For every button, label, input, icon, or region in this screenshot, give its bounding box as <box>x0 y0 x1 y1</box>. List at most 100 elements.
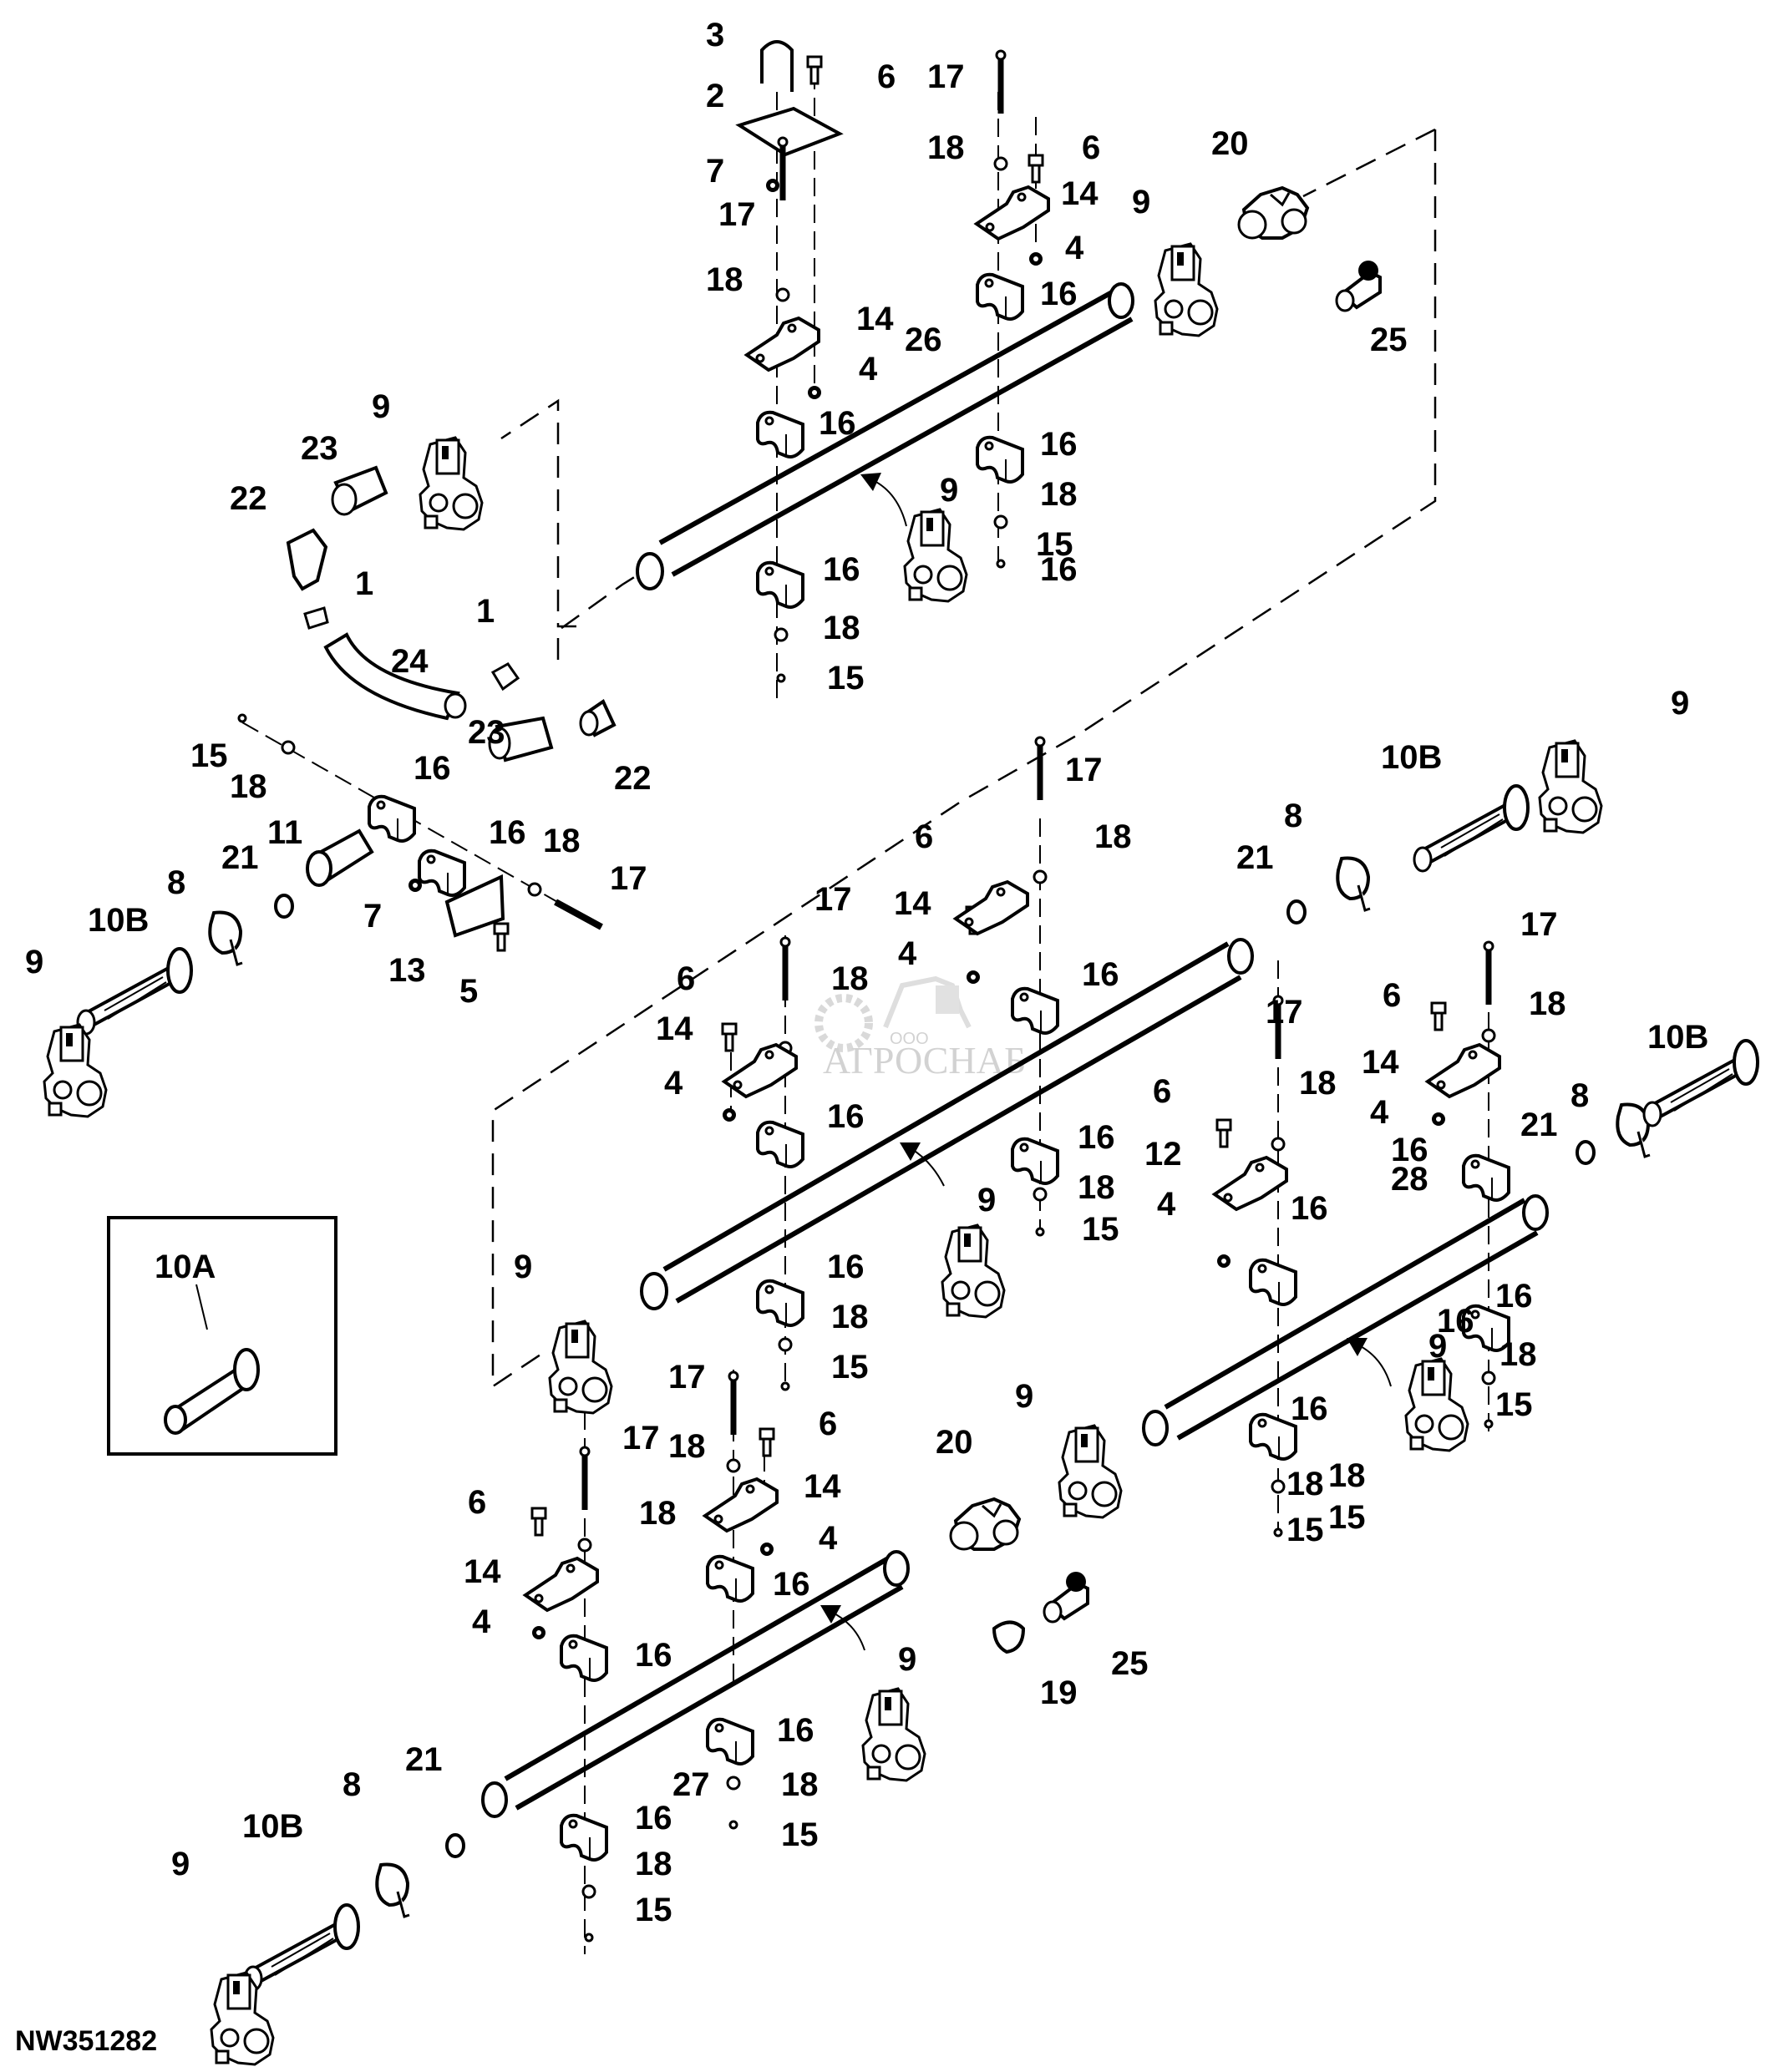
callout-22: 22 <box>230 480 267 517</box>
callout-9: 9 <box>372 388 390 425</box>
callout-18: 18 <box>635 1846 672 1882</box>
callout-18: 18 <box>823 610 860 646</box>
callout-28: 28 <box>1391 1161 1428 1198</box>
callout-14: 14 <box>656 1011 693 1047</box>
callout-6: 6 <box>877 58 896 95</box>
callout-16: 16 <box>827 1098 865 1135</box>
callout-25: 25 <box>1111 1645 1149 1682</box>
callout-27: 27 <box>672 1766 710 1803</box>
callout-9: 9 <box>1015 1378 1033 1415</box>
callout-16: 16 <box>823 551 860 588</box>
callout-14: 14 <box>464 1553 501 1590</box>
callout-17: 17 <box>1520 906 1558 943</box>
callout-6: 6 <box>1383 977 1401 1014</box>
callout-9: 9 <box>171 1846 190 1882</box>
callout-2: 2 <box>706 78 724 114</box>
callout-18: 18 <box>1529 985 1566 1022</box>
callout-8: 8 <box>1570 1077 1589 1114</box>
callout-16: 16 <box>773 1566 810 1603</box>
callout-26: 26 <box>905 322 942 358</box>
callout-24: 24 <box>391 643 429 680</box>
callout-17: 17 <box>622 1420 660 1456</box>
callout-1: 1 <box>355 565 373 602</box>
callout-19: 19 <box>1040 1674 1078 1711</box>
callout-18: 18 <box>781 1766 819 1803</box>
callout-16: 16 <box>1291 1190 1328 1227</box>
callout-15: 15 <box>827 660 865 697</box>
callout-9: 9 <box>1132 184 1150 220</box>
callout-18: 18 <box>639 1495 677 1532</box>
callout-6: 6 <box>677 960 695 997</box>
callout-15: 15 <box>1036 526 1073 563</box>
callout-25: 25 <box>1370 322 1408 358</box>
callout-9: 9 <box>898 1641 916 1678</box>
callout-6: 6 <box>1082 129 1100 166</box>
callout-15: 15 <box>1328 1499 1366 1536</box>
callout-17: 17 <box>814 881 852 918</box>
callout-9: 9 <box>1671 685 1689 722</box>
callout-15: 15 <box>781 1816 819 1853</box>
callout-17: 17 <box>927 58 965 95</box>
callout-1: 1 <box>476 593 495 630</box>
callout-18: 18 <box>1040 476 1078 513</box>
callout-18: 18 <box>1499 1336 1537 1373</box>
callout-15: 15 <box>1082 1211 1119 1248</box>
callout-23: 23 <box>301 430 338 467</box>
callout-15: 15 <box>831 1349 869 1386</box>
callout-15: 15 <box>1286 1512 1324 1548</box>
callout-18: 18 <box>706 261 743 298</box>
callout-4: 4 <box>1157 1186 1176 1223</box>
callout-6: 6 <box>1153 1073 1171 1110</box>
callout-18: 18 <box>1328 1457 1366 1494</box>
callout-4: 4 <box>664 1065 683 1102</box>
callout-7: 7 <box>363 898 382 935</box>
callout-14: 14 <box>894 885 931 922</box>
watermark-company: АГРОСНАБ <box>823 1039 1026 1082</box>
callout-15: 15 <box>1495 1386 1533 1423</box>
pipe-27 <box>481 1550 910 1818</box>
callout-4: 4 <box>819 1520 838 1557</box>
callout-16: 16 <box>635 1800 672 1836</box>
callout-10b: 10B <box>1647 1019 1708 1056</box>
callout-6: 6 <box>819 1406 837 1442</box>
callout-20: 20 <box>936 1424 973 1461</box>
callout-17: 17 <box>668 1359 706 1396</box>
callout-16: 16 <box>1040 426 1078 463</box>
inset-box-10a: 10A <box>107 1216 337 1456</box>
callout-18: 18 <box>543 823 581 859</box>
callout-16: 16 <box>1291 1391 1328 1427</box>
callout-5: 5 <box>459 973 478 1010</box>
callout-4: 4 <box>898 935 917 972</box>
callout-18: 18 <box>831 960 869 997</box>
callout-18: 18 <box>927 129 965 166</box>
callout-17: 17 <box>1266 994 1303 1031</box>
callout-16: 16 <box>489 814 526 851</box>
callout-16: 16 <box>819 405 856 442</box>
pipe-middle <box>640 938 1254 1310</box>
callout-15: 15 <box>635 1892 672 1928</box>
inset-label-10a: 10A <box>155 1249 216 1285</box>
assembly-boundary-lines <box>491 128 1437 1389</box>
callout-17: 17 <box>610 860 647 897</box>
callout-18: 18 <box>831 1299 869 1335</box>
callout-16: 16 <box>777 1712 814 1749</box>
callout-20: 20 <box>1211 125 1249 162</box>
callout-14: 14 <box>856 301 894 337</box>
parts <box>43 40 1759 2066</box>
callout-16: 16 <box>1040 551 1078 588</box>
callout-17: 17 <box>1065 752 1103 788</box>
watermark-prefix: ООО <box>890 1030 929 1048</box>
callout-12: 12 <box>1144 1136 1182 1173</box>
callout-6: 6 <box>915 818 933 855</box>
callout-10b: 10B <box>1381 739 1442 776</box>
callout-9: 9 <box>1428 1328 1447 1365</box>
callout-15: 15 <box>190 737 228 774</box>
callout-labels: 3 6 2 7 17 18 14 4 16 26 16 16 18 15 17 … <box>25 17 1708 1928</box>
install-direction-arrows <box>820 473 1392 1651</box>
callout-16: 16 <box>1040 276 1078 312</box>
callout-14: 14 <box>1061 175 1099 212</box>
callout-9: 9 <box>514 1249 532 1285</box>
callout-16: 16 <box>1495 1278 1533 1315</box>
callout-16: 16 <box>635 1637 672 1674</box>
